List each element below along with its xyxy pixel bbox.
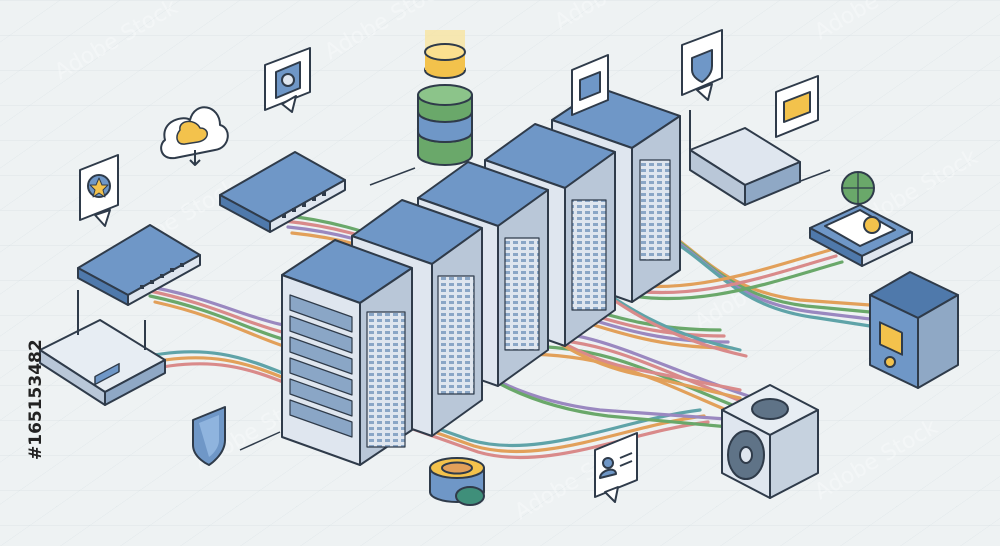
cloud-icon: [160, 106, 229, 166]
photo-icon: [264, 47, 311, 113]
network-switch-right: [689, 110, 801, 206]
network-switch-left: [77, 224, 201, 306]
shield-icon: [681, 29, 723, 101]
star-badge-icon: [79, 154, 119, 227]
storage-disk-icon: [429, 457, 485, 506]
shield-badge-icon: [192, 406, 226, 466]
stock-image-id: #165153482: [4, 300, 46, 460]
server-case: [869, 271, 959, 389]
wifi-router: [39, 290, 166, 406]
server-racks: [281, 87, 681, 466]
floating-icons: [79, 29, 819, 503]
network-switch-top: [219, 151, 346, 233]
cooling-unit: [721, 384, 819, 499]
database-icon: [417, 30, 473, 166]
user-card-icon: [594, 432, 638, 503]
lock-icon: [863, 216, 881, 234]
monitor-icon: [571, 54, 609, 116]
security-panel: [809, 171, 913, 267]
server-rack-1: [281, 239, 413, 466]
stock-id-label: #165153482: [26, 339, 46, 460]
battery-icon: [775, 75, 819, 138]
